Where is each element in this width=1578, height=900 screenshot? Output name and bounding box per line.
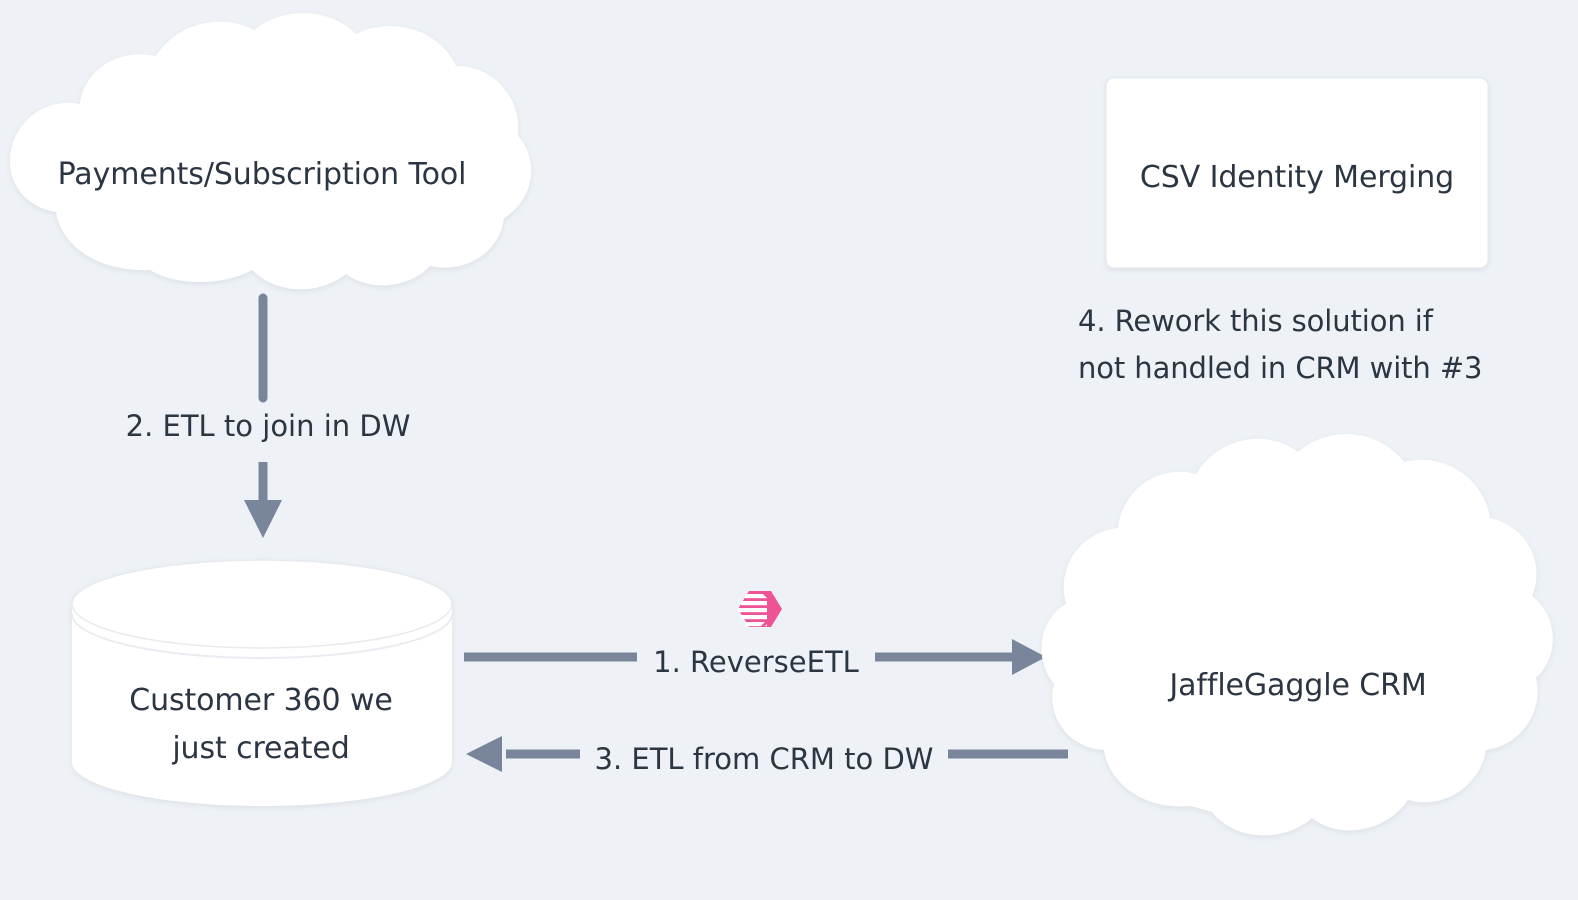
dbt-logo-icon: [738, 591, 782, 627]
edge-label-reverse-etl: 1. ReverseETL: [637, 640, 875, 685]
cloud-payments-shape[interactable]: [9, 13, 532, 290]
edge-etl-from-crm-arrow[interactable]: [466, 736, 1068, 772]
cloud-jafflegaggle-shape[interactable]: [1041, 434, 1553, 836]
edge-label-etl-from-crm: 3. ETL from CRM to DW: [580, 737, 948, 782]
edge-reverse-etl-arrow[interactable]: [464, 639, 1046, 675]
edge-label-etl-join: 2. ETL to join in DW: [112, 405, 424, 448]
cylinder-customer-360-shape[interactable]: [71, 559, 453, 806]
box-csv-identity-merging-shape[interactable]: [1105, 77, 1489, 269]
edge-etl-join-arrow[interactable]: [244, 293, 282, 538]
